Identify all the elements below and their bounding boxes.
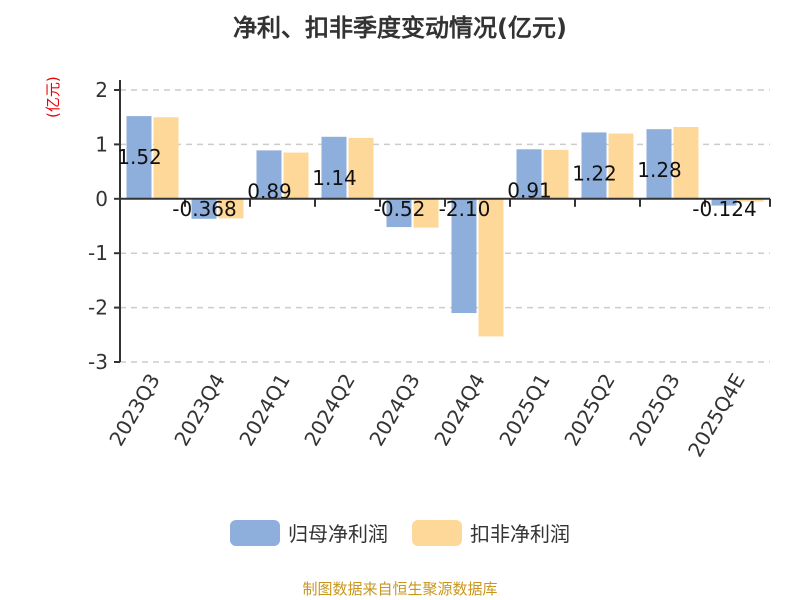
bar-deducted-profit: [153, 117, 179, 199]
bar-net-profit: [386, 198, 412, 228]
y-tick-label: -1: [88, 241, 108, 265]
x-tick-label: 2023Q3: [104, 369, 164, 450]
bar-deducted-profit: [738, 198, 764, 202]
bar-net-profit: [256, 150, 282, 199]
bar-deducted-profit: [348, 137, 374, 199]
legend-label: 归母净利润: [288, 522, 388, 546]
data-label: 1.14: [312, 166, 357, 190]
x-tick-label: 2024Q3: [364, 369, 424, 450]
bar-deducted-profit: [283, 152, 309, 199]
data-label: -0.124: [692, 197, 756, 221]
bar-deducted-profit: [673, 126, 699, 199]
bar-deducted-profit: [608, 133, 634, 199]
x-tick-label: 2023Q4: [169, 369, 229, 450]
data-label: -2.10: [439, 197, 491, 221]
y-tick-label: 0: [95, 187, 108, 211]
y-tick-label: -3: [88, 350, 108, 374]
y-tick-label: 1: [95, 132, 108, 156]
legend-swatch: [230, 519, 280, 546]
x-tick-label: 2024Q2: [299, 369, 359, 450]
data-label: -0.368: [172, 197, 236, 221]
bar-net-profit: [321, 136, 347, 199]
y-tick-label: 2: [95, 78, 108, 102]
bar-deducted-profit: [218, 198, 244, 219]
bar-net-profit: [451, 198, 477, 314]
legend-swatch: [412, 519, 462, 546]
x-tick-label: 2025Q2: [559, 369, 619, 450]
data-label: -0.52: [374, 197, 426, 221]
bar-net-profit: [581, 132, 607, 199]
bar-deducted-profit: [413, 198, 439, 228]
x-tick-label: 2025Q3: [624, 369, 684, 450]
legend-item-deducted-profit[interactable]: 扣非净利润: [412, 518, 570, 547]
bar-net-profit: [646, 129, 672, 199]
bar-net-profit: [516, 149, 542, 199]
data-label: 1.52: [117, 145, 162, 169]
legend-label: 扣非净利润: [470, 522, 570, 546]
bar-deducted-profit: [543, 149, 569, 199]
y-tick-label: -2: [88, 296, 108, 320]
bar-net-profit: [711, 198, 737, 206]
x-tick-label: 2025Q4E: [683, 369, 750, 461]
legend-item-net-profit[interactable]: 归母净利润: [230, 518, 388, 547]
bar-net-profit: [126, 116, 152, 199]
bar-net-profit: [191, 198, 217, 219]
legend: 归母净利润 扣非净利润: [0, 518, 800, 547]
bar-deducted-profit: [478, 198, 504, 337]
data-label: 1.28: [637, 158, 682, 182]
chart-title: 净利、扣非季度变动情况(亿元): [233, 14, 567, 42]
x-tick-label: 2025Q1: [494, 369, 554, 450]
x-tick-label: 2024Q4: [429, 369, 489, 450]
source-note: 制图数据来自恒生聚源数据库: [302, 580, 498, 598]
data-label: 1.22: [572, 161, 617, 185]
x-tick-label: 2024Q1: [234, 369, 294, 450]
